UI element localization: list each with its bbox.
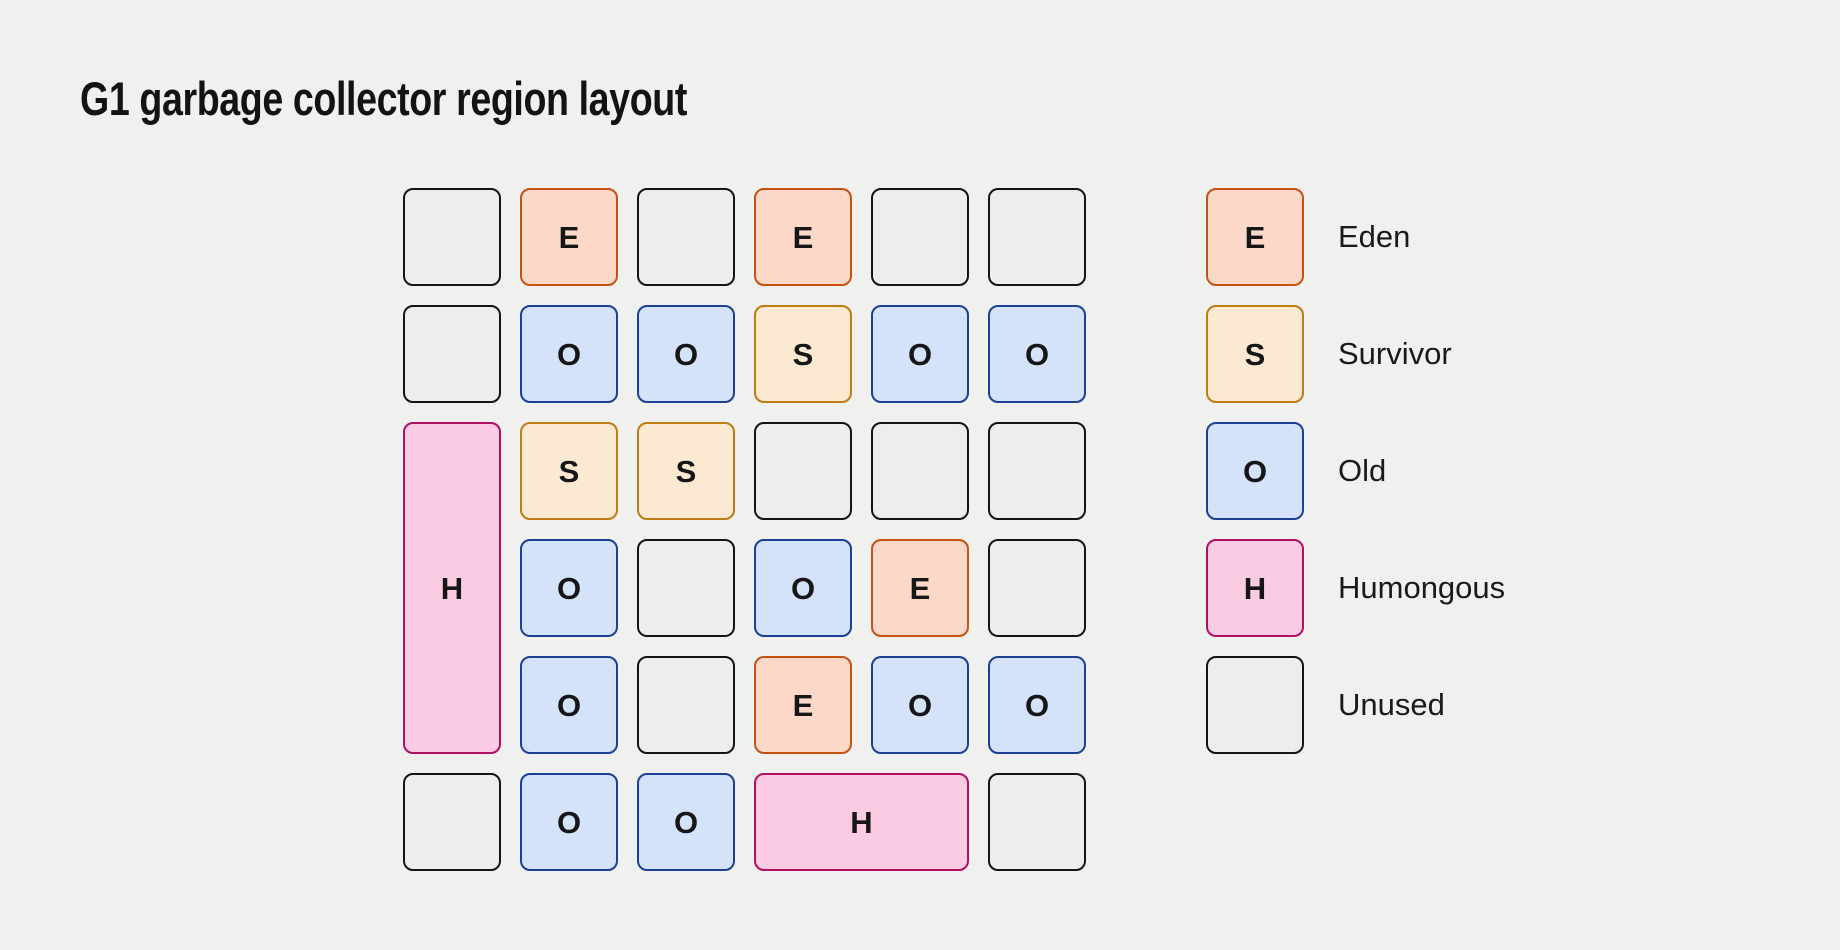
region-letter: O [907, 336, 933, 372]
region-letter: O [790, 570, 816, 606]
region-cell-unused [871, 188, 969, 286]
region-cell-old: O [754, 539, 852, 637]
region-letter: S [792, 336, 814, 372]
region-cell-eden: E [871, 539, 969, 637]
region-cell-unused [637, 539, 735, 637]
legend-label: Eden [1338, 219, 1411, 254]
region-letter: O [556, 804, 582, 840]
region-cell-old: O [637, 773, 735, 871]
region-letter: S [558, 453, 580, 489]
region-cell-old: O [988, 656, 1086, 754]
region-letter: H [850, 804, 873, 840]
region-cell-unused [988, 539, 1086, 637]
legend-item-eden: E Eden [1206, 188, 1505, 286]
region-cell-old: O [871, 656, 969, 754]
legend-swatch-survivor: S [1206, 305, 1304, 403]
region-cell-eden: E [754, 656, 852, 754]
region-letter: E [909, 570, 931, 606]
page-title: G1 garbage collector region layout [80, 72, 687, 125]
legend-swatch-old: O [1206, 422, 1304, 520]
region-cell-old: O [520, 656, 618, 754]
region-cell-unused [403, 188, 501, 286]
region-cell-old: O [520, 539, 618, 637]
legend-swatch-humongous: H [1206, 539, 1304, 637]
region-letter: O [1024, 687, 1050, 723]
region-letter: O [556, 336, 582, 372]
region-cell-unused [988, 773, 1086, 871]
region-letter: O [1024, 336, 1050, 372]
region-cell-survivor: S [637, 422, 735, 520]
region-cell-unused [637, 188, 735, 286]
legend-swatch-eden: E [1206, 188, 1304, 286]
region-cell-unused [871, 422, 969, 520]
region-letter: O [556, 687, 582, 723]
region-letter: O [1242, 453, 1268, 489]
region-cell-unused [403, 773, 501, 871]
region-cell-old: O [988, 305, 1086, 403]
region-grid: E E O O S O O H S S O O E O E O O O O H [403, 188, 1086, 871]
region-cell-old: O [637, 305, 735, 403]
region-cell-eden: E [520, 188, 618, 286]
region-letter: O [673, 336, 699, 372]
legend-label: Survivor [1338, 336, 1452, 371]
region-letter: O [673, 804, 699, 840]
legend-label: Old [1338, 453, 1387, 488]
region-cell-survivor: S [754, 305, 852, 403]
region-cell-unused [988, 188, 1086, 286]
legend-item-unused: Unused [1206, 656, 1505, 754]
region-cell-unused [754, 422, 852, 520]
legend-label: Unused [1338, 687, 1445, 722]
region-cell-unused [637, 656, 735, 754]
region-letter: H [440, 570, 464, 606]
region-letter: O [907, 687, 933, 723]
region-cell-old: O [520, 773, 618, 871]
region-cell-old: O [871, 305, 969, 403]
legend-item-survivor: S Survivor [1206, 305, 1505, 403]
region-letter: E [792, 219, 814, 255]
region-letter: E [1244, 219, 1266, 255]
region-letter: E [792, 687, 814, 723]
legend-item-old: O Old [1206, 422, 1505, 520]
region-cell-humongous: H [403, 422, 501, 754]
legend-label: Humongous [1338, 570, 1506, 605]
region-letter: E [558, 219, 580, 255]
region-cell-old: O [520, 305, 618, 403]
region-cell-eden: E [754, 188, 852, 286]
region-letter: S [675, 453, 697, 489]
legend-item-humongous: H Humongous [1206, 539, 1505, 637]
region-cell-survivor: S [520, 422, 618, 520]
region-letter: H [1243, 570, 1267, 606]
region-letter: O [556, 570, 582, 606]
region-cell-unused [403, 305, 501, 403]
region-cell-unused [988, 422, 1086, 520]
legend-swatch-unused [1206, 656, 1304, 754]
region-cell-humongous: H [754, 773, 969, 871]
region-letter: S [1244, 336, 1266, 372]
